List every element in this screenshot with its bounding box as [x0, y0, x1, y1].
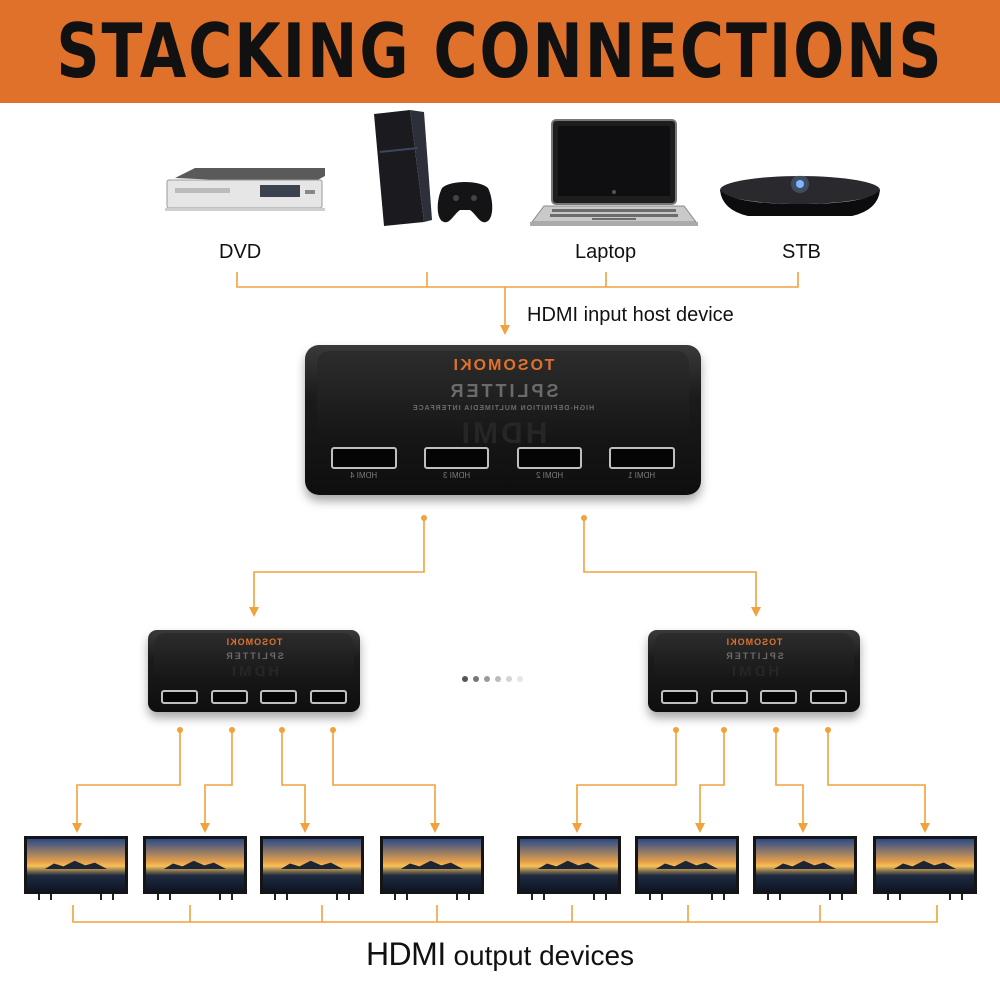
hdmi-port-icon — [210, 689, 248, 704]
port-label: HDMI 2 — [535, 471, 563, 480]
hdmi-port-icon — [331, 447, 397, 469]
tv-icon — [260, 836, 364, 900]
hdmi-port[interactable] — [159, 689, 201, 704]
sub-splitter-left: TOSOMOKI SPLITTER HDMI — [148, 630, 360, 712]
hdmi-port[interactable] — [659, 689, 701, 704]
hdmi-port-2[interactable]: HDMI 2 — [510, 447, 588, 480]
tv-icon — [753, 836, 857, 900]
tv-icon — [873, 836, 977, 900]
tv-icon — [517, 836, 621, 900]
hdmi-port-icon — [760, 689, 798, 704]
splitter-product: SPLITTER — [724, 651, 784, 662]
hdmi-port[interactable] — [807, 689, 849, 704]
splitter-logo: HDMI — [728, 662, 780, 680]
splitter-logo: HDMI — [228, 662, 280, 680]
source-label-laptop: Laptop — [575, 241, 637, 263]
tv-icon — [635, 836, 739, 900]
output-label-text: output devices — [445, 940, 635, 971]
splitter-ports: HDMI 4 HDMI 3 HDMI 2 HDMI 1 — [325, 447, 681, 480]
tv-icon — [380, 836, 484, 900]
hdmi-port[interactable] — [758, 689, 800, 704]
hdmi-port-icon — [516, 447, 582, 469]
output-devices-label: HDMI output devices — [0, 936, 1000, 973]
splitter-product: SPLITTER — [447, 381, 559, 401]
hdmi-port-icon — [161, 689, 198, 704]
hdmi-port[interactable] — [258, 689, 300, 704]
sub-splitter-right: TOSOMOKI SPLITTER HDMI — [648, 630, 860, 712]
hdmi-port[interactable] — [208, 689, 250, 704]
port-label: HDMI 1 — [628, 471, 656, 480]
port-label: HDMI 4 — [350, 471, 378, 480]
hdmi-port-3[interactable]: HDMI 3 — [417, 447, 495, 480]
splitter-logo: HDMI — [458, 417, 548, 450]
tv-icon — [24, 836, 128, 900]
hdmi-port-icon — [810, 689, 847, 704]
splitter-ports — [659, 689, 850, 704]
set-top-box-icon — [720, 175, 880, 216]
source-label-stb: STB — [782, 241, 821, 263]
game-console-icon — [374, 110, 493, 226]
splitter-brand: TOSOMOKI — [725, 636, 783, 647]
hdmi-port-icon — [310, 689, 347, 704]
header-banner: STACKING CONNECTIONS — [0, 0, 1000, 103]
source-label-dvd: DVD — [219, 241, 262, 263]
dvd-player-icon — [165, 168, 325, 211]
page-title: STACKING CONNECTIONS — [56, 7, 944, 96]
main-hdmi-splitter: TOSOMOKI SPLITTER HIGH-DEFINITION MULTIM… — [305, 345, 701, 495]
input-host-label: HDMI input host device — [527, 304, 734, 326]
output-label-hdmi: HDMI — [365, 936, 446, 972]
hdmi-port-icon — [710, 689, 748, 704]
splitter-product: SPLITTER — [224, 651, 284, 662]
more-splitters-dots — [462, 676, 523, 682]
hdmi-port-1[interactable]: HDMI 1 — [603, 447, 681, 480]
hdmi-port-icon — [260, 689, 298, 704]
hdmi-port-icon — [661, 689, 698, 704]
hdmi-port-icon — [609, 447, 675, 469]
hdmi-port-4[interactable]: HDMI 4 — [325, 447, 403, 480]
hdmi-port-icon — [424, 447, 490, 469]
port-label: HDMI 3 — [443, 471, 471, 480]
hdmi-port[interactable] — [307, 689, 349, 704]
splitter-brand: TOSOMOKI — [451, 357, 555, 374]
hdmi-port[interactable] — [708, 689, 750, 704]
splitter-ports — [159, 689, 350, 704]
splitter-brand: TOSOMOKI — [225, 636, 283, 647]
splitter-subtitle: HIGH-DEFINITION MULTIMEDIA INTERFACE — [411, 405, 595, 412]
tv-icon — [143, 836, 247, 900]
laptop-icon — [530, 119, 698, 226]
